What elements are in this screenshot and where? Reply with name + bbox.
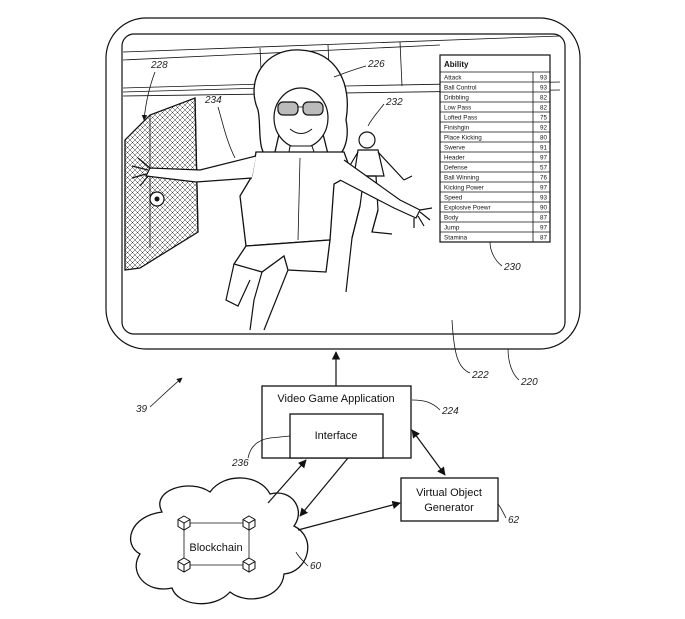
ref-60: 60 <box>310 561 322 572</box>
ref-220: 220 <box>520 377 538 388</box>
ability-name: Place Kicking <box>444 135 482 142</box>
ability-name: Swerve <box>444 145 465 152</box>
block-cube-icon <box>177 515 191 531</box>
ref-222: 222 <box>471 370 489 381</box>
ability-value: 57 <box>540 165 548 172</box>
ability-name: Body <box>444 215 459 222</box>
ability-value: 93 <box>540 85 548 92</box>
ability-value: 76 <box>540 175 548 182</box>
blockchain-cloud <box>130 477 309 605</box>
ability-value: 93 <box>540 75 548 82</box>
display-screen <box>121 33 566 335</box>
ref-39: 39 <box>136 404 148 415</box>
ability-name: Ball Winning <box>444 175 479 182</box>
ability-value: 82 <box>540 95 548 102</box>
ability-name: Kicking Power <box>444 185 484 192</box>
virtual-object-generator-box <box>400 477 499 522</box>
ability-table-header: Ability <box>444 60 469 69</box>
block-cube-icon <box>242 515 256 531</box>
ability-name: Header <box>444 155 465 162</box>
display-device-outline <box>105 17 581 350</box>
ability-name: Jump <box>444 225 460 232</box>
ability-value: 87 <box>540 215 548 222</box>
ref-230: 230 <box>503 262 521 273</box>
video-game-application-label: Video Game Application <box>277 393 394 405</box>
block-cube-icon <box>177 557 191 573</box>
ref-236: 236 <box>231 458 249 469</box>
ability-name: Defense <box>444 165 468 172</box>
block-cube-icon <box>242 557 256 573</box>
ability-name: Attack <box>444 75 462 82</box>
ability-name: Speed <box>444 195 463 202</box>
ability-value: 87 <box>540 235 548 242</box>
ability-value: 90 <box>540 205 548 212</box>
soccer-ball-icon <box>149 191 165 207</box>
ability-name: Dribbling <box>444 95 469 102</box>
ability-value: 97 <box>540 225 548 232</box>
ability-name: Stamina <box>444 235 468 242</box>
ref-62: 62 <box>508 515 520 526</box>
interface-box <box>289 413 384 459</box>
ability-name: Low Pass <box>444 105 471 112</box>
ability-value: 91 <box>540 145 548 152</box>
background-player-232 <box>345 131 413 293</box>
ability-value: 80 <box>540 135 548 142</box>
ability-value: 97 <box>540 155 548 162</box>
ability-value: 82 <box>540 105 548 112</box>
blockchain-network <box>177 515 256 573</box>
virtual-object-generator-label-2: Generator <box>424 502 474 514</box>
interface-label: Interface <box>315 430 358 442</box>
ability-value: 75 <box>540 115 548 122</box>
ref-228: 228 <box>150 60 168 71</box>
ability-name: Explosive Poewr <box>444 205 491 212</box>
ability-value: 92 <box>540 125 548 132</box>
ref-226: 226 <box>367 59 385 70</box>
virtual-object-generator-label-1: Virtual Object <box>416 487 482 499</box>
ability-name: Lofted Pass <box>444 115 477 122</box>
avatar-player-234 <box>131 49 433 331</box>
ref-232: 232 <box>385 97 403 108</box>
goal-net-228 <box>124 97 199 271</box>
ability-name: Finishgin <box>444 125 470 132</box>
blockchain-label: Blockchain <box>189 542 242 554</box>
ability-name: Ball Control <box>444 85 477 92</box>
ref-234: 234 <box>204 95 222 106</box>
ability-value: 97 <box>540 185 548 192</box>
ability-value: 93 <box>540 195 548 202</box>
ref-224: 224 <box>441 406 459 417</box>
